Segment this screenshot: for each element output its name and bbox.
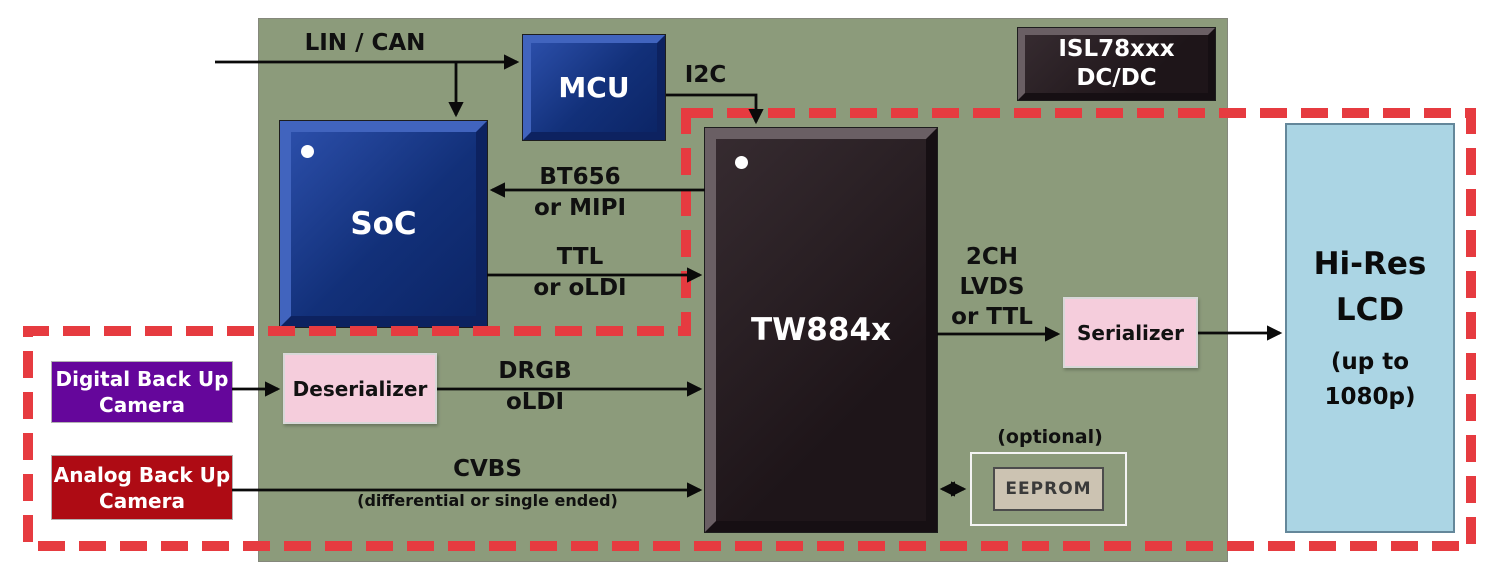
label-bt656-line1: BT656 — [539, 164, 621, 190]
label-ttl-line2: or oLDI — [533, 275, 627, 301]
label-drgb-line2: oLDI — [505, 389, 565, 415]
pin1-dot — [735, 156, 748, 169]
pin1-dot — [301, 145, 314, 158]
mcu-label: MCU — [558, 71, 630, 104]
soc-block: SoC — [280, 121, 487, 327]
eeprom-block: EEPROM — [993, 467, 1104, 511]
label-optional: (optional) — [997, 426, 1103, 448]
analog-camera-line1: Analog Back Up — [53, 462, 231, 487]
analog-camera-line2: Camera — [99, 488, 185, 513]
label-drgb-oldi: DRGB oLDI — [455, 356, 615, 418]
lcd-line4: 1080p) — [1324, 384, 1416, 410]
label-ttl-line1: TTL — [556, 244, 604, 270]
label-bt656-mipi: BT656 or MIPI — [500, 162, 660, 224]
label-lvds-line1: 2CH — [965, 244, 1019, 270]
digital-backup-camera-block: Digital Back Up Camera — [52, 362, 232, 422]
lcd-line3: (up to — [1330, 349, 1410, 375]
label-lin-can: LIN / CAN — [304, 30, 426, 56]
label-i2c: I2C — [684, 62, 727, 88]
lcd-line1: Hi-Res — [1313, 246, 1427, 282]
dcdc-block: ISL78xxx DC/DC — [1018, 28, 1215, 100]
soc-label: SoC — [350, 206, 417, 242]
eeprom-frame: EEPROM — [970, 452, 1127, 526]
serializer-block: Serializer — [1063, 297, 1198, 368]
dcdc-line1: ISL78xxx — [1058, 36, 1175, 62]
eeprom-label: EEPROM — [1005, 479, 1092, 499]
label-cvbs-note: (differential or single ended) — [357, 491, 618, 510]
label-lvds-line3: or TTL — [951, 304, 1033, 330]
dcdc-line2: DC/DC — [1076, 65, 1157, 91]
lcd-block: Hi-Res LCD (up to 1080p) — [1285, 123, 1455, 533]
label-2ch-lvds-ttl: 2CH LVDS or TTL — [942, 242, 1042, 332]
mcu-block: MCU — [523, 35, 665, 140]
serializer-label: Serializer — [1077, 320, 1184, 345]
label-drgb-line1: DRGB — [498, 358, 572, 384]
label-ttl-oldi: TTL or oLDI — [500, 242, 660, 304]
label-lvds-line2: LVDS — [959, 274, 1025, 300]
analog-backup-camera-block: Analog Back Up Camera — [52, 456, 232, 519]
digital-camera-line1: Digital Back Up — [55, 367, 229, 391]
deserializer-label: Deserializer — [292, 376, 428, 401]
label-bt656-line2: or MIPI — [533, 195, 626, 221]
tw884x-block: TW884x — [705, 128, 937, 532]
lcd-line2: LCD — [1335, 292, 1405, 328]
digital-camera-line2: Camera — [99, 393, 185, 417]
tw884x-label: TW884x — [750, 312, 892, 348]
label-cvbs: CVBS — [453, 456, 522, 482]
deserializer-block: Deserializer — [283, 353, 437, 424]
